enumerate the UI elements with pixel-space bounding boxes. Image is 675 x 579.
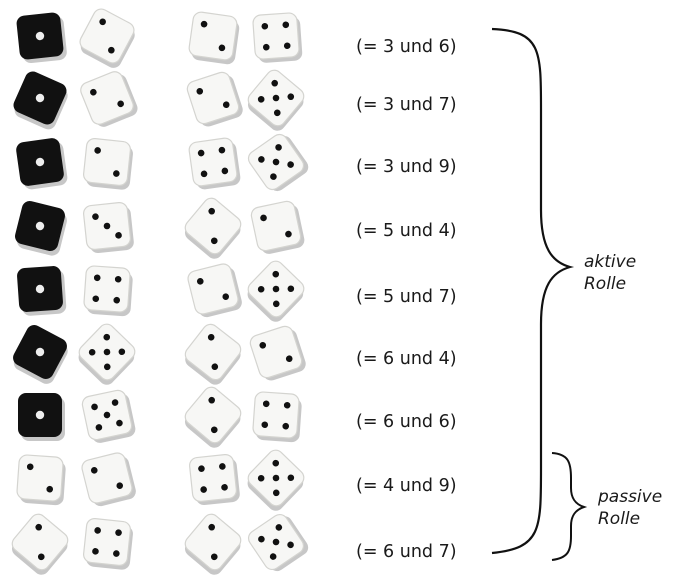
row-label-3: (= 3 und 9) <box>356 156 457 178</box>
die-white-2 <box>179 384 246 451</box>
die-white-5 <box>242 258 309 325</box>
die-body <box>17 455 64 502</box>
row-label-1: (= 3 und 6) <box>356 36 457 58</box>
die-body <box>189 454 237 502</box>
die-black-1 <box>18 393 65 441</box>
die-white-4 <box>253 12 303 63</box>
row-label-8: (= 4 und 9) <box>356 475 457 497</box>
die-body <box>188 137 238 187</box>
die-white-2 <box>180 321 247 388</box>
die-white-2 <box>188 11 241 65</box>
passive-role-line-1: passive <box>598 486 662 508</box>
die-body <box>188 11 238 61</box>
passive-role-bracket <box>552 453 584 560</box>
active-role-bracket <box>492 29 570 553</box>
die-black-1 <box>16 12 68 65</box>
die-pip <box>36 411 44 419</box>
die-body <box>253 13 300 60</box>
row-label-2: (= 3 und 7) <box>356 94 457 116</box>
die-white-5 <box>242 447 309 514</box>
die-black-1 <box>9 69 71 132</box>
die-body <box>250 200 302 252</box>
die-white-2 <box>185 69 245 129</box>
row-label-9: (= 6 und 7) <box>356 541 457 563</box>
die-white-2 <box>78 68 140 130</box>
die-white-2 <box>75 6 139 70</box>
die-white-2 <box>250 199 306 256</box>
die-body <box>182 321 244 383</box>
die-white-2 <box>248 323 308 383</box>
die-black-1 <box>15 137 68 191</box>
die-black-1 <box>17 265 67 316</box>
die-white-4 <box>188 137 241 191</box>
row-label-4: (= 5 und 4) <box>356 220 457 242</box>
die-body <box>83 518 131 566</box>
die-black-1 <box>12 199 69 257</box>
die-white-2 <box>16 455 66 506</box>
passive-role-label: passive Rolle <box>598 486 662 530</box>
dice-area <box>0 0 340 579</box>
die-white-5 <box>245 510 311 576</box>
die-body <box>77 6 137 66</box>
row-label-6: (= 6 und 4) <box>356 348 457 370</box>
active-role-line-2: Rolle <box>584 273 636 295</box>
die-white-5 <box>81 388 137 445</box>
die-body <box>78 69 135 126</box>
die-body <box>253 392 300 439</box>
die-body <box>182 511 244 573</box>
passive-role-line-2: Rolle <box>598 508 662 530</box>
die-white-3 <box>83 202 135 255</box>
die-white-2 <box>6 511 73 578</box>
die-body <box>84 266 131 313</box>
die-body <box>9 511 71 573</box>
die-white-4 <box>252 392 302 443</box>
die-white-4 <box>82 518 134 571</box>
die-white-2 <box>186 262 243 320</box>
active-role-line-1: aktive <box>584 251 636 273</box>
die-white-5 <box>245 130 311 196</box>
die-white-2 <box>179 195 246 262</box>
die-white-2 <box>80 451 137 509</box>
die-body <box>83 138 131 186</box>
row-label-7: (= 6 und 6) <box>356 411 457 433</box>
die-white-2 <box>179 511 246 578</box>
die-white-4 <box>83 266 133 317</box>
die-body <box>182 195 244 257</box>
active-role-label: aktive Rolle <box>584 251 636 295</box>
die-white-4 <box>189 454 241 507</box>
die-white-5 <box>73 321 140 388</box>
row-label-5: (= 5 und 7) <box>356 286 457 308</box>
die-body <box>182 384 244 446</box>
die-white-2 <box>82 138 134 191</box>
die-white-5 <box>242 67 309 134</box>
die-black-1 <box>8 322 72 386</box>
